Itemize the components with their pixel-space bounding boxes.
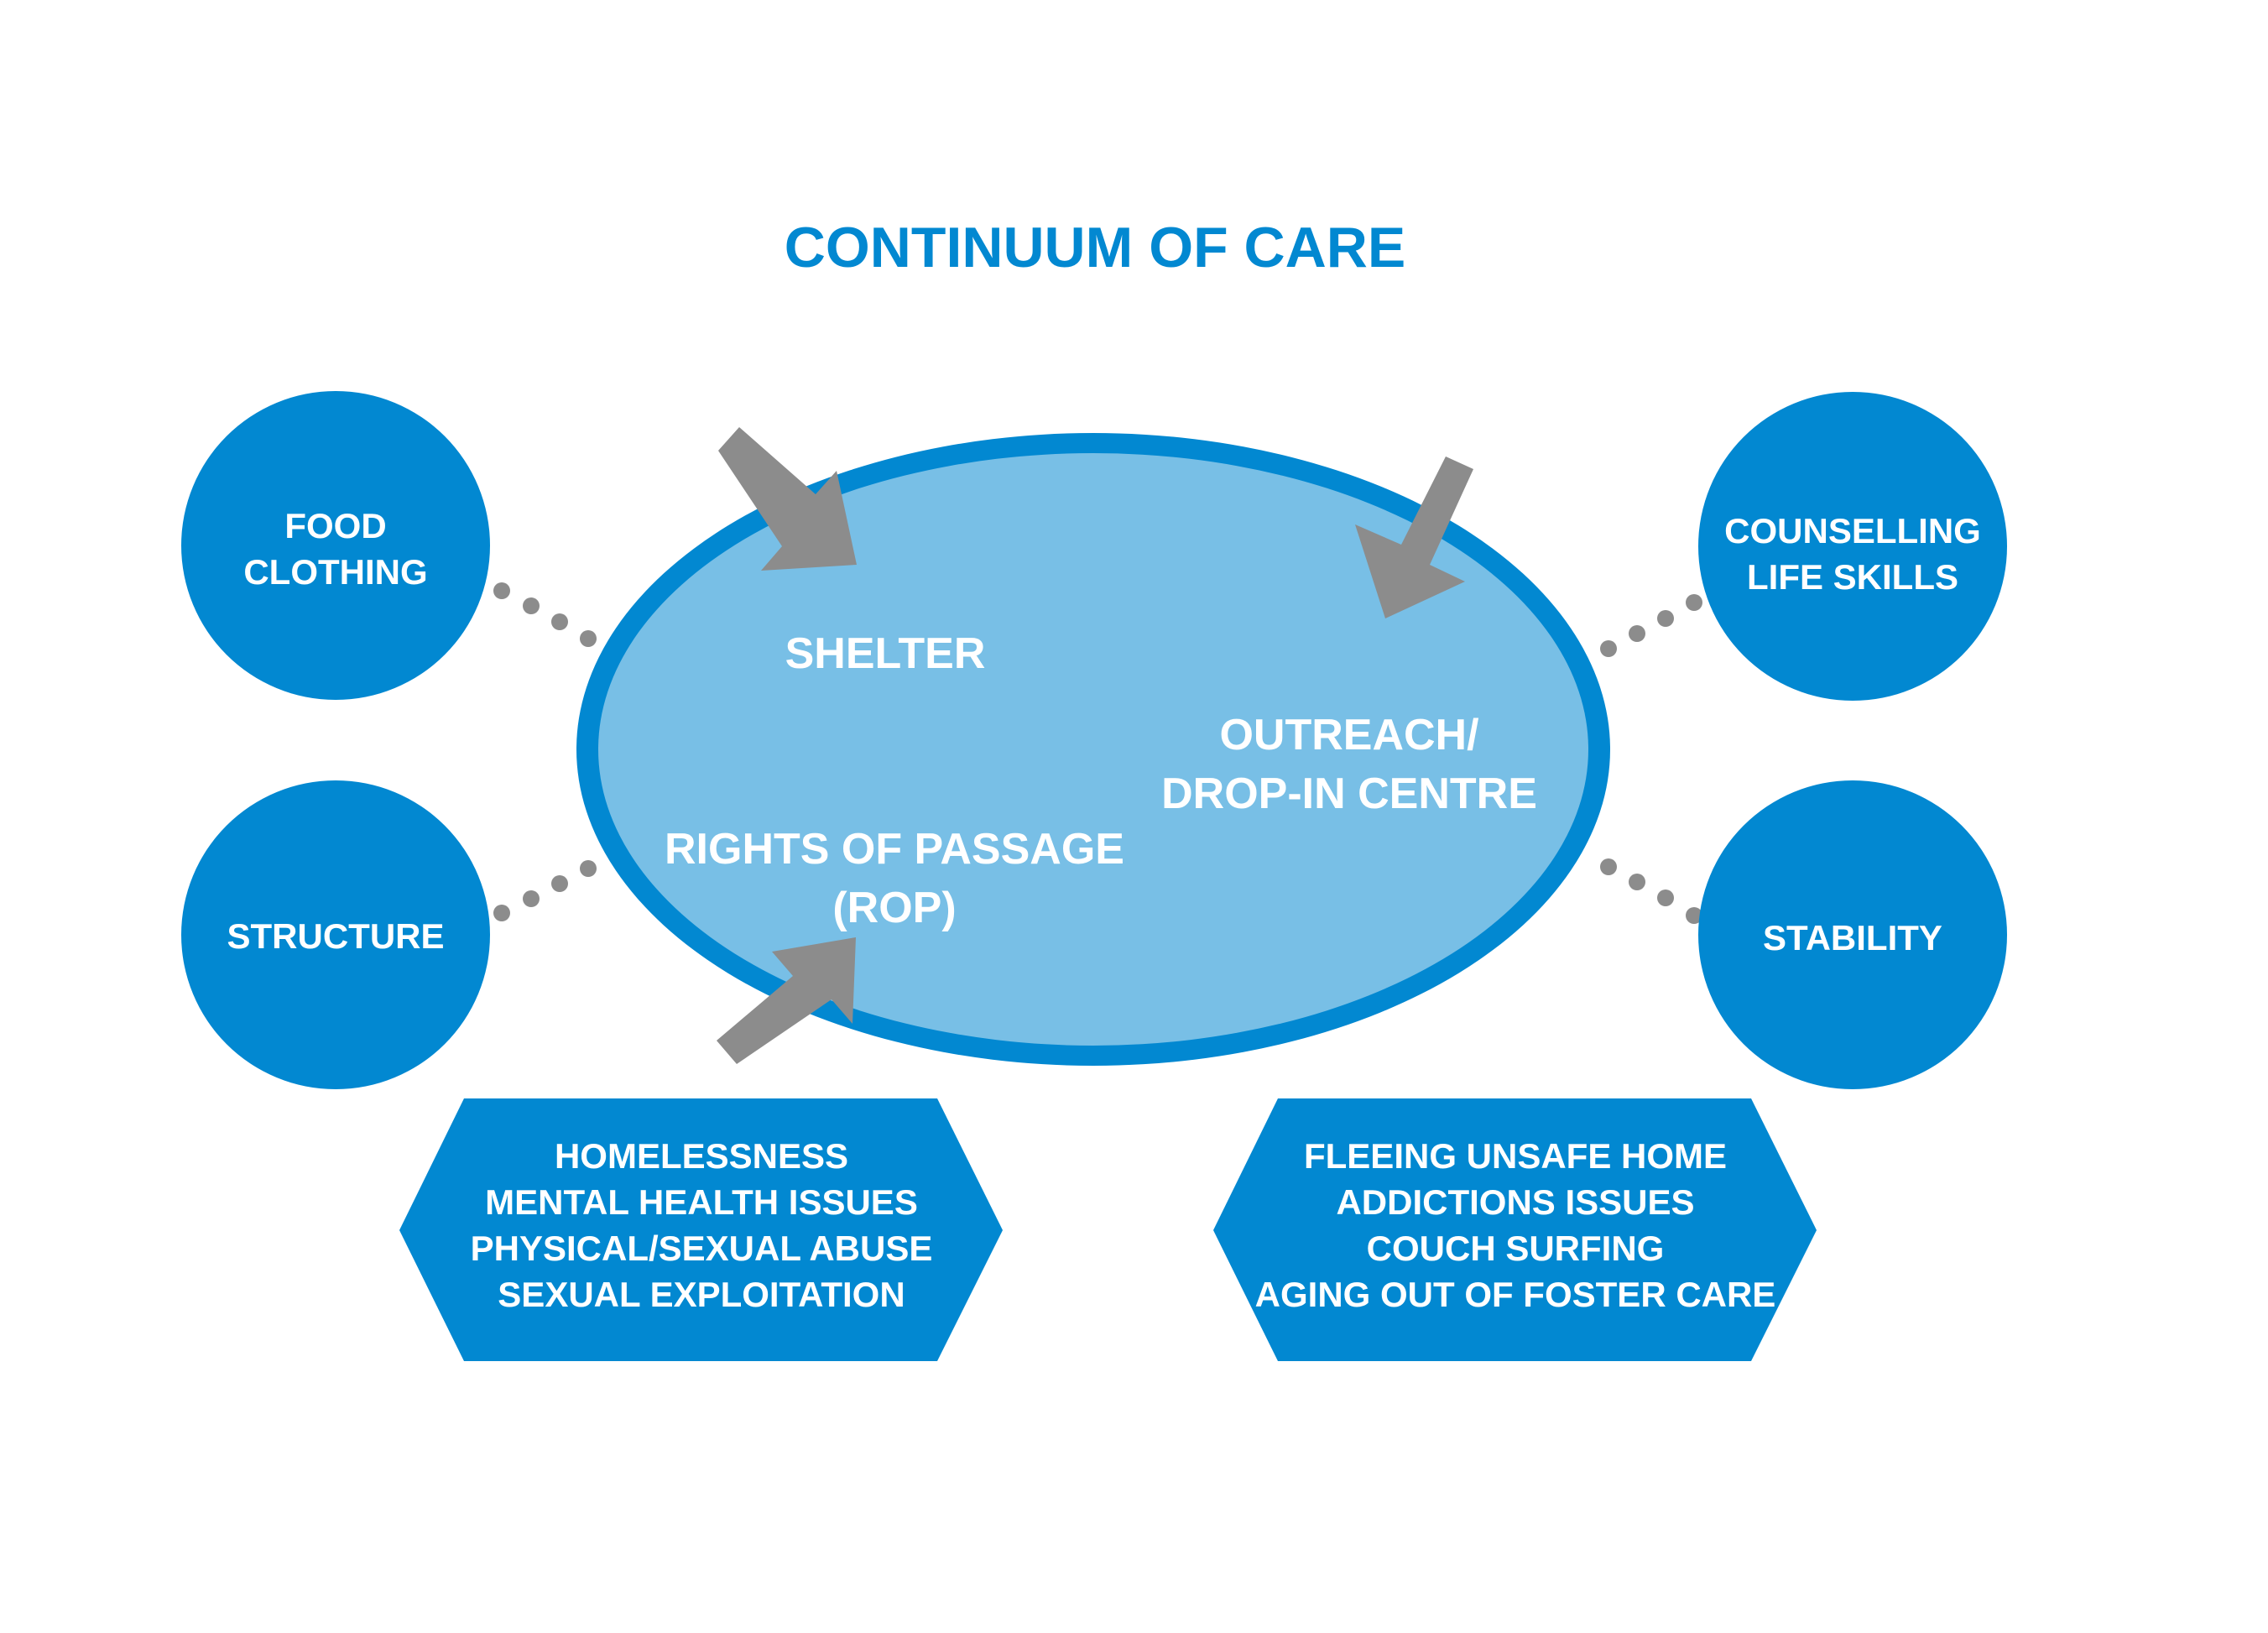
label-food: FOOD xyxy=(284,506,386,545)
label-structure: STRUCTURE xyxy=(227,916,445,956)
label-clothing: CLOTHING xyxy=(243,552,427,592)
hex-right-line-3: COUCH SURFING xyxy=(1367,1229,1665,1268)
hex-right-line-2: ADDICTIONS ISSUES xyxy=(1336,1182,1694,1222)
hex-right-line-4: AGING OUT OF FOSTER CARE xyxy=(1255,1275,1776,1314)
arrow-to-rop xyxy=(717,937,856,1064)
circle-counselling-life-skills xyxy=(1698,392,2007,701)
label-rop-line2: (ROP) xyxy=(832,884,956,932)
arrow-to-shelter xyxy=(718,427,857,571)
label-rop-line1: RIGHTS OF PASSAGE xyxy=(665,825,1124,874)
circle-food-clothing xyxy=(181,391,490,700)
central-ellipse xyxy=(598,453,1588,1046)
label-life-skills: LIFE SKILLS xyxy=(1747,557,1958,597)
label-outreach-line1: OUTREACH/ xyxy=(1219,711,1478,759)
connector-food-clothing xyxy=(493,582,597,647)
circle-structure xyxy=(181,780,490,1089)
diagram-title: CONTINUUM OF CARE xyxy=(785,216,1405,279)
hex-left-line-2: MENTAL HEALTH ISSUES xyxy=(485,1182,918,1222)
hex-left-line-3: PHYSICAL/SEXUAL ABUSE xyxy=(471,1229,933,1268)
hexagon-left xyxy=(399,1098,1003,1361)
label-outreach-line2: DROP-IN CENTRE xyxy=(1161,770,1537,818)
connector-structure xyxy=(493,860,597,921)
connector-stability xyxy=(1600,858,1702,924)
label-shelter: SHELTER xyxy=(785,629,986,678)
hex-left-line-1: HOMELESSNESS xyxy=(555,1136,848,1176)
hex-left-line-4: SEXUAL EXPLOITATION xyxy=(498,1275,905,1314)
connector-counselling xyxy=(1600,594,1702,657)
arrow-to-outreach xyxy=(1355,457,1473,618)
circle-stability xyxy=(1698,780,2007,1089)
label-counselling: COUNSELLING xyxy=(1724,511,1981,550)
hexagon-right xyxy=(1213,1098,1817,1361)
hex-right-line-1: FLEEING UNSAFE HOME xyxy=(1304,1136,1727,1176)
label-stability: STABILITY xyxy=(1763,918,1942,957)
